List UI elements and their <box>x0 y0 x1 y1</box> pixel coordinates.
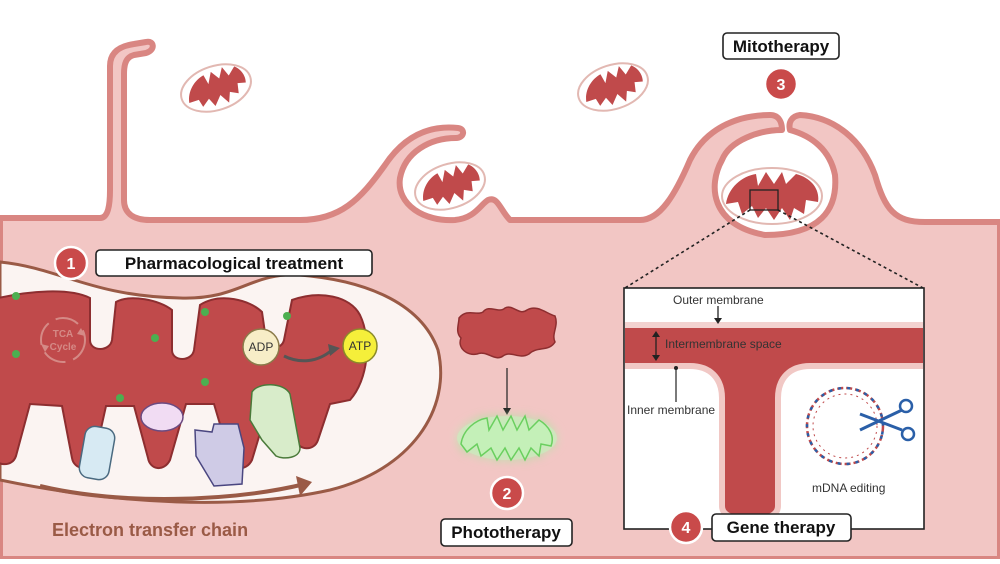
gene-therapy-label-box <box>711 513 852 542</box>
zoom-line <box>624 209 751 289</box>
adp-molecule <box>242 328 280 366</box>
complex-i <box>78 425 116 481</box>
number-2: 2 <box>503 486 512 503</box>
tca-label: TCA <box>53 329 74 340</box>
mitochondrion-icon <box>721 167 823 225</box>
mitochondrion-icon <box>414 161 486 211</box>
inner-membrane-label: Inner membrane <box>627 403 715 417</box>
number-badge-4 <box>668 509 704 545</box>
pharmacological-label: Pharmacological treatment <box>125 254 344 273</box>
etc-arrow <box>39 482 306 501</box>
mitochondrion-icon <box>577 62 649 112</box>
conversion-arrow <box>283 348 333 363</box>
complex-iii <box>194 423 245 487</box>
number-badge-2 <box>489 475 525 511</box>
number-badge-3 <box>763 66 799 102</box>
pharmacological-inset: TCA Cycle ADP ATP <box>0 260 443 504</box>
complex-ii <box>140 402 184 432</box>
damaged-mitochondrion-icon <box>456 306 557 359</box>
etc-label: Electron transfer chain <box>52 520 248 540</box>
number-badge-1 <box>53 245 89 281</box>
healthy-mitochondrion-icon <box>457 414 557 462</box>
phototherapy-label-box <box>440 518 573 547</box>
number-1: 1 <box>67 256 76 273</box>
cycle-arrows-icon <box>40 317 86 363</box>
scissors-icon <box>859 398 916 442</box>
atp-label: ATP <box>349 339 371 353</box>
mitochondrion-icon <box>180 63 252 113</box>
outer-membrane-label: Outer membrane <box>673 293 764 307</box>
number-4: 4 <box>682 520 691 537</box>
mdna-editing-label: mDNA editing <box>812 481 885 495</box>
mitotherapy-label: Mitotherapy <box>733 37 830 56</box>
tca-label-2: Cycle <box>50 342 77 353</box>
phototherapy-label: Phototherapy <box>451 523 561 542</box>
mitotherapy-label-box <box>722 32 840 60</box>
adp-label: ADP <box>249 340 274 354</box>
intermembrane-space <box>625 328 923 518</box>
gene-therapy-label: Gene therapy <box>727 518 836 537</box>
atp-molecule <box>342 328 378 364</box>
complex-iv <box>249 384 301 459</box>
pharmacological-label-box <box>95 249 373 277</box>
number-3: 3 <box>777 77 786 94</box>
intermembrane-label: Intermembrane space <box>665 337 782 351</box>
dna-icon <box>805 386 885 466</box>
